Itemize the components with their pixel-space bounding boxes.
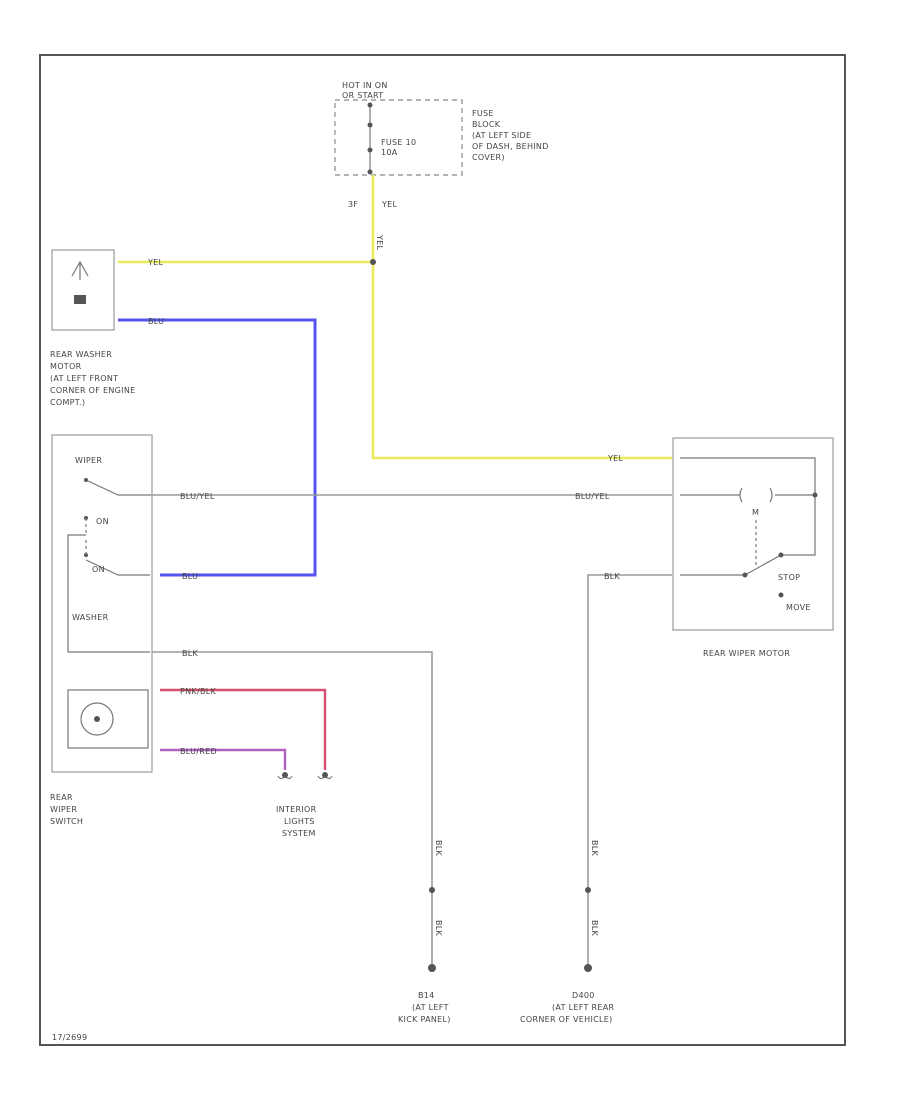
- blue-wire: BLU BLU: [118, 317, 317, 581]
- diagram-code: 17/2699: [52, 1033, 87, 1042]
- switch-blk-wire-label: BLK: [182, 649, 199, 658]
- motor-yellow-wire-label: YEL: [607, 454, 624, 463]
- g2-label-1: D400: [572, 991, 595, 1000]
- interior-label-2: LIGHTS: [284, 817, 315, 826]
- washer-blue-wire-label: BLU: [148, 317, 164, 326]
- rear-wiper-motor-label: REAR WIPER MOTOR: [703, 649, 790, 658]
- washer-yellow-wire-label: YEL: [147, 258, 164, 267]
- g2-wire-label-2: BLK: [590, 920, 599, 937]
- motor-move-label: MOVE: [786, 603, 811, 612]
- washer-motor-label-4: CORNER OF ENGINE: [50, 386, 135, 395]
- blk-wire-g1: BLK BLK BLK B14 (AT LEFT KICK PANEL): [152, 649, 451, 1024]
- g1-label-3: KICK PANEL): [398, 1015, 451, 1024]
- washer-motor-label-5: COMPT.): [50, 398, 85, 407]
- interior-label-1: INTERIOR: [276, 805, 317, 814]
- switch-bluyel-wire-label: BLU/YEL: [180, 492, 215, 501]
- fuse-block-label-1: FUSE: [472, 109, 494, 118]
- switch-label-2: WIPER: [50, 805, 77, 814]
- washer-motor-label-3: (AT LEFT FRONT: [50, 374, 118, 383]
- switch-blured-wire-label: BLU/RED: [180, 747, 217, 756]
- switch-blue-wire-label: BLU: [182, 572, 198, 581]
- g2-wire-label-1: BLK: [590, 840, 599, 857]
- g2-label-3: CORNER OF VEHICLE): [520, 1015, 613, 1024]
- g2-label-2: (AT LEFT REAR: [552, 1003, 614, 1012]
- fuse-pin-label: 3F: [348, 200, 358, 209]
- blk-wire-g2: BLK BLK BLK D400 (AT LEFT REAR CORNER OF…: [520, 572, 672, 1024]
- fuse-hot-label-1: HOT IN ON: [342, 81, 388, 90]
- g1-label-1: B14: [418, 991, 435, 1000]
- g1-wire-label-1: BLK: [434, 840, 443, 857]
- rear-wiper-switch: WIPER ON ON WASHER REAR WIPER SWITCH: [50, 434, 153, 826]
- motor-blk-wire-label: BLK: [604, 572, 621, 581]
- rear-washer-motor: REAR WASHER MOTOR (AT LEFT FRONT CORNER …: [50, 249, 135, 407]
- fuse-name-label: FUSE 10: [381, 138, 416, 147]
- yellow-wire-vertical-label: YEL: [375, 234, 384, 251]
- fuse-hot-label-2: OR START: [342, 91, 383, 100]
- switch-label-1: REAR: [50, 793, 73, 802]
- fuse-block-label-5: COVER): [472, 153, 505, 162]
- switch-pnk-wire-label: PNK/BLK: [180, 687, 216, 696]
- switch-on2-label: ON: [92, 565, 105, 574]
- motor-m-label: M: [752, 508, 759, 517]
- fuse-block-label-2: BLOCK: [472, 120, 501, 129]
- interior-lights-wires: PNK/BLK BLU/RED INTERIOR LIGHTS SYSTEM: [160, 687, 333, 838]
- rear-wiper-motor: M STOP MOVE REAR WIPER MOTOR: [672, 437, 834, 658]
- washer-motor-label-1: REAR WASHER: [50, 350, 112, 359]
- interior-label-3: SYSTEM: [282, 829, 316, 838]
- switch-on-label: ON: [96, 517, 109, 526]
- fuse-wire-label: YEL: [381, 200, 398, 209]
- diagram-frame: [39, 54, 846, 1046]
- yellow-wire: YEL YEL YEL: [118, 175, 672, 463]
- blu-yel-wire: BLU/YEL BLU/YEL: [150, 492, 672, 501]
- g1-label-2: (AT LEFT: [412, 1003, 449, 1012]
- switch-wiper-label: WIPER: [75, 456, 102, 465]
- g1-wire-label-2: BLK: [434, 920, 443, 937]
- switch-washer-label: WASHER: [72, 613, 109, 622]
- fuse-block: HOT IN ON OR START FUSE 10 10A FUSE BLOC…: [334, 81, 549, 209]
- washer-motor-label-2: MOTOR: [50, 362, 82, 371]
- motor-bluyel-wire-label: BLU/YEL: [575, 492, 610, 501]
- fuse-amp-label: 10A: [381, 148, 398, 157]
- motor-stop-label: STOP: [778, 573, 800, 582]
- fuse-block-label-4: OF DASH, BEHIND: [472, 142, 549, 151]
- switch-label-3: SWITCH: [50, 817, 83, 826]
- fuse-block-label-3: (AT LEFT SIDE: [472, 131, 531, 140]
